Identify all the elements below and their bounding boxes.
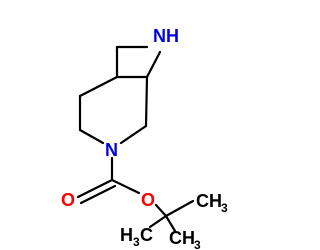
methyl-bottom-ch: CH [169,228,195,248]
bond-pip-n-c5 [119,124,148,145]
bond-azetidine-nh-right [145,50,162,79]
atom-nh-azetidine: NH [153,26,179,46]
bond-carbonyl-double-b [79,184,117,205]
bond-tbu-ch3-bottom [164,214,177,233]
bond-pip-c1-c2 [78,75,119,98]
bond-carbonyl-double-a [76,178,114,199]
atom-o-carbonyl: O [61,190,75,210]
bond-pip-c5-c6 [144,75,149,128]
atom-n-piperidine: N [105,140,118,160]
bond-pip-c3-n [78,128,105,145]
atom-labels: NH N O O H 3 C CH 3 CH 3 [61,26,228,250]
methyl-left-subscript: 3 [133,235,140,249]
methyl-left-c: C [140,225,153,245]
molecule-structure: NH N O O H 3 C CH 3 CH 3 [61,26,228,250]
bond-tbu-ch3-right [164,199,195,218]
methyl-right-ch: CH [196,191,222,211]
bond-carbonyl-ester [110,178,141,195]
bond-group [76,45,195,233]
methyl-right-subscript: 3 [221,201,228,215]
atom-o-ester: O [141,190,155,210]
methyl-left-h: H [120,225,133,245]
methyl-bottom-subscript: 3 [194,238,201,250]
bond-tbu-ch3-left [148,214,168,229]
bond-ester-tbu [154,203,168,218]
